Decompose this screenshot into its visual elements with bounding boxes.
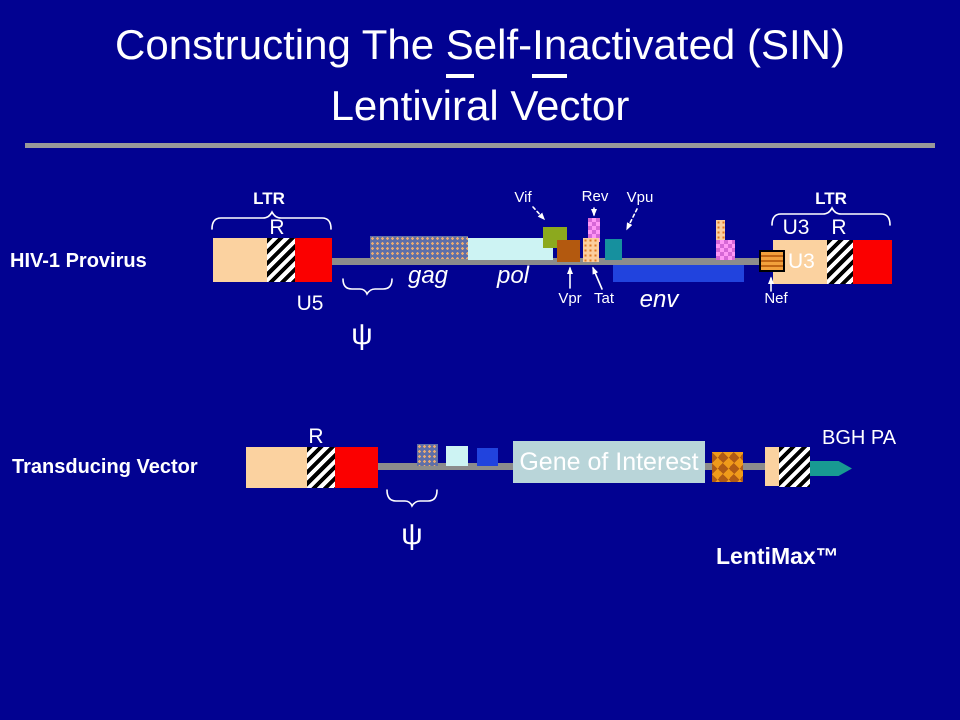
provirus-u3-label: U3 — [782, 216, 810, 239]
vector-diamond-box — [712, 452, 743, 482]
vector-gag-fragment-box — [417, 444, 438, 466]
vector-cyan-box — [446, 446, 468, 466]
provirus-psi-symbol: ψ — [351, 318, 373, 351]
title-divider — [25, 143, 935, 148]
vector-bgh-pa-label: BGH PA — [822, 427, 897, 449]
provirus-env-label: env — [639, 286, 679, 313]
provirus-ltr-left-u5-box — [295, 238, 332, 282]
provirus-ltr-right-label: LTR — [815, 189, 847, 208]
provirus-u5-label: U5 — [296, 292, 324, 315]
provirus-backbone — [332, 258, 760, 265]
vector-gene-of-interest-box: Gene of Interest — [513, 441, 705, 483]
vector-r-box — [307, 447, 335, 488]
vector-r-label: R — [308, 425, 324, 448]
provirus-ltr-right-r-box — [827, 240, 853, 284]
provirus-vpr-box — [557, 240, 580, 262]
provirus-nef-checker-box — [716, 240, 735, 260]
title-text: elf- — [473, 21, 533, 68]
vector-poly-a-arrow — [810, 461, 852, 476]
provirus-env-box — [613, 261, 744, 282]
provirus-vpu-box — [605, 239, 622, 260]
gene-of-interest-text: Gene of Interest — [519, 447, 699, 476]
provirus-ltr-left-r-box — [267, 238, 295, 282]
title-underlined-in: In — [532, 17, 568, 78]
vector-red-box — [335, 447, 378, 488]
vector-row-label: Transducing Vector — [12, 456, 198, 478]
vector-hatch-box — [779, 447, 810, 487]
title-line1: Constructing The Self-Inactivated (SIN) — [115, 21, 845, 78]
provirus-tat-box — [583, 238, 599, 262]
provirus-pol-label: pol — [496, 262, 530, 289]
provirus-ltr-left-label: LTR — [253, 189, 285, 208]
title-line2: Lentiviral Vector — [330, 81, 630, 129]
provirus-r-left-label: R — [269, 216, 285, 239]
title-text: activated (SIN) — [567, 21, 845, 68]
vector-left-peach-box — [246, 447, 307, 488]
title-underlined-s: S — [445, 17, 474, 78]
provirus-tat-label: Tat — [593, 290, 614, 307]
provirus-nef-label: Nef — [764, 290, 788, 307]
provirus-nef-upstream-box — [716, 220, 725, 240]
provirus-nef-box — [759, 250, 785, 272]
provirus-vpu-label: Vpu — [626, 189, 654, 206]
vif-arrow — [532, 206, 546, 221]
provirus-psi-brace — [342, 278, 393, 296]
vector-blue-box — [477, 448, 498, 466]
provirus-vpr-label: Vpr — [558, 290, 582, 307]
provirus-pol-box — [468, 238, 553, 260]
provirus-rev-box — [588, 218, 600, 242]
provirus-rev-label: Rev — [581, 188, 609, 205]
provirus-gag-label: gag — [407, 262, 449, 289]
vpu-arrow — [626, 208, 638, 231]
vector-product-name: LentiMax™ — [716, 543, 839, 569]
provirus-vif-label: Vif — [514, 189, 532, 206]
vector-psi-brace — [386, 489, 438, 508]
provirus-gag-box — [370, 236, 468, 259]
vector-peach-narrow-box — [765, 447, 779, 486]
provirus-ltr-left-u3-box — [213, 238, 267, 282]
title-text: Constructing The — [115, 21, 446, 68]
slide-title: Constructing The Self-Inactivated (SIN) … — [0, 17, 960, 134]
provirus-u3-box-text: U3 — [788, 250, 815, 273]
provirus-r-right-label: R — [831, 216, 847, 239]
tat-arrow — [592, 266, 603, 290]
vector-psi-symbol: ψ — [401, 518, 423, 551]
provirus-ltr-right-u5-box — [853, 240, 892, 284]
provirus-row-label: HIV-1 Provirus — [10, 250, 147, 272]
